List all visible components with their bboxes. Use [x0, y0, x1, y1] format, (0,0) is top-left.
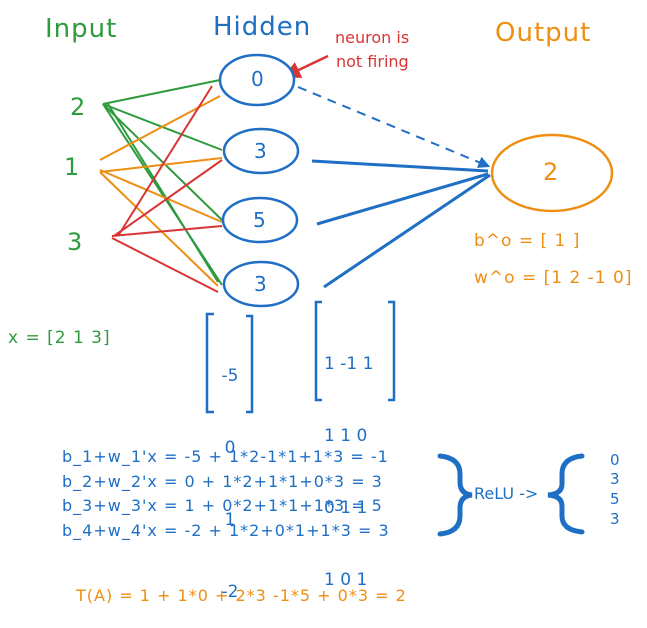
edge-input2-hidden2: [99, 157, 223, 173]
annotation-line2: not firing: [336, 52, 409, 71]
edge-hidden1-output: [297, 86, 491, 168]
hidden-node-2: [222, 127, 300, 175]
hidden-node-3: [221, 196, 299, 244]
final-equation: T(A) = 1 + 1*0 + 2*3 -1*5 + 0*3 = 2: [76, 586, 407, 605]
bias-value-4: -2: [221, 582, 239, 602]
relu-label: ReLU ->: [474, 484, 539, 503]
edge-input3-hidden2: [113, 159, 223, 237]
bias-value-1: -5: [221, 366, 239, 386]
edge-input2-hidden3: [99, 169, 223, 223]
x-vector: x = [2 1 3]: [8, 328, 111, 348]
hidden-header: Hidden: [213, 12, 312, 42]
edge-input3-hidden3: [111, 225, 223, 237]
edge-input1-hidden4b: [107, 103, 219, 283]
equation-4: b_4+w_4'x = -2 + 1*2+0*1+1*3 = 3: [62, 521, 390, 540]
weight-row-1: 1 -1 1: [324, 354, 374, 374]
curly-brace-right: [437, 453, 473, 537]
bias-bracket-right: [246, 314, 254, 414]
hidden-node-4-value: 3: [254, 272, 267, 296]
edge-input3-hidden1: [117, 85, 213, 237]
bias-value-2: 0: [224, 438, 236, 458]
edge-hidden3-output: [316, 172, 489, 226]
edge-input1-hidden1: [102, 79, 221, 105]
relu-output-2: 3: [610, 470, 620, 488]
edge-input1-hidden3: [102, 103, 223, 221]
bias-vector: -5 0 1 -2: [214, 316, 246, 628]
output-node-value: 2: [543, 158, 559, 186]
edge-hidden4-output: [323, 173, 491, 289]
input-header: Input: [45, 14, 118, 44]
annotation-line1: neuron is: [335, 28, 410, 47]
bias-bracket-left: [205, 312, 214, 414]
equation-1: b_1+w_1'x = -5 + 1*2-1*1+1*3 = -1: [62, 447, 389, 466]
relu-output-4: 3: [610, 510, 620, 528]
relu-output-3: 5: [610, 490, 620, 508]
weight-row-2: 1 1 0: [324, 426, 368, 446]
hidden-node-4: [222, 260, 300, 308]
weight-row-3: 0 1 1: [324, 498, 368, 518]
output-node: [490, 133, 614, 213]
weight-matrix: 1 -1 1 1 1 0 0 1 1 1 0 1: [324, 304, 373, 616]
edge-input3-hidden4: [111, 237, 219, 293]
output-header: Output: [495, 18, 592, 48]
input-value-2: 1: [64, 153, 80, 181]
equation-2: b_2+w_2'x = 0 + 1*2+1*1+0*3 = 3: [62, 472, 383, 491]
bias-value-3: 1: [224, 510, 236, 530]
curly-brace-left: [547, 453, 585, 535]
output-bias: b^o = [ 1 ]: [474, 231, 581, 251]
hidden-node-2-value: 3: [254, 139, 267, 163]
weights-bracket-right: [388, 300, 396, 402]
output-weights: w^o = [1 2 -1 0]: [474, 268, 633, 288]
hidden-node-1: [218, 53, 296, 107]
weight-row-4: 1 0 1: [324, 570, 368, 590]
equation-3: b_3+w_3'x = 1 + 0*2+1*1+1*3 = 5: [62, 496, 383, 515]
edge-hidden2-output: [311, 159, 489, 173]
hidden-node-1-value: 0: [251, 67, 264, 91]
input-value-1: 2: [70, 93, 86, 121]
relu-output-1: 0: [610, 451, 620, 469]
weights-bracket-left: [314, 300, 322, 402]
edge-input2-hidden4: [99, 171, 219, 287]
input-value-3: 3: [67, 228, 83, 256]
hidden-node-3-value: 5: [253, 208, 266, 232]
